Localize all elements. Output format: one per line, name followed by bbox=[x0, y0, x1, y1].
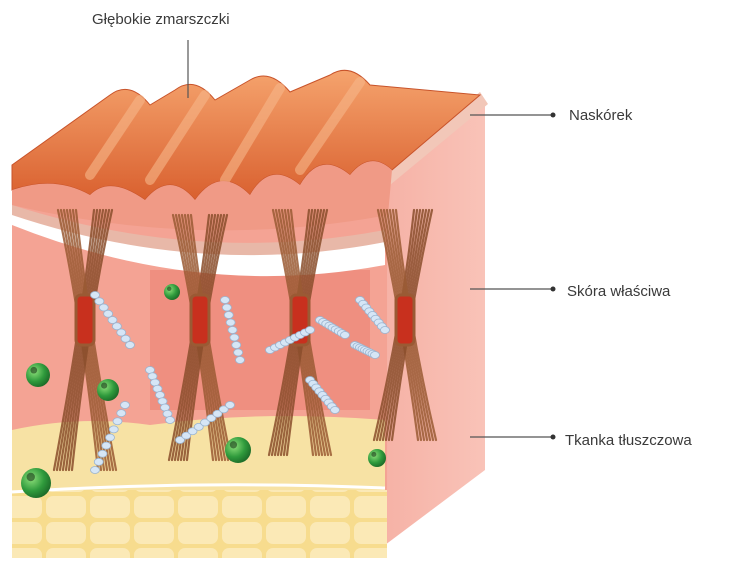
label-dermis: Skóra właściwa bbox=[567, 283, 670, 300]
fiber-knot bbox=[76, 295, 94, 345]
fiber-knot bbox=[191, 295, 209, 345]
green-sphere-icon bbox=[26, 363, 50, 387]
label-subcutaneous-fat: Tkanka tłuszczowa bbox=[565, 432, 692, 449]
fat-cells bbox=[12, 490, 387, 558]
green-sphere-icon bbox=[164, 284, 180, 300]
label-epidermis: Naskórek bbox=[569, 107, 632, 124]
leader-dots bbox=[551, 113, 556, 440]
label-deep-wrinkles: Głębokie zmarszczki bbox=[92, 11, 230, 28]
green-sphere-icon bbox=[225, 437, 251, 463]
green-sphere-icon bbox=[21, 468, 51, 498]
fiber-knot bbox=[396, 295, 414, 345]
green-sphere-icon bbox=[97, 379, 119, 401]
green-sphere-icon bbox=[368, 449, 386, 467]
